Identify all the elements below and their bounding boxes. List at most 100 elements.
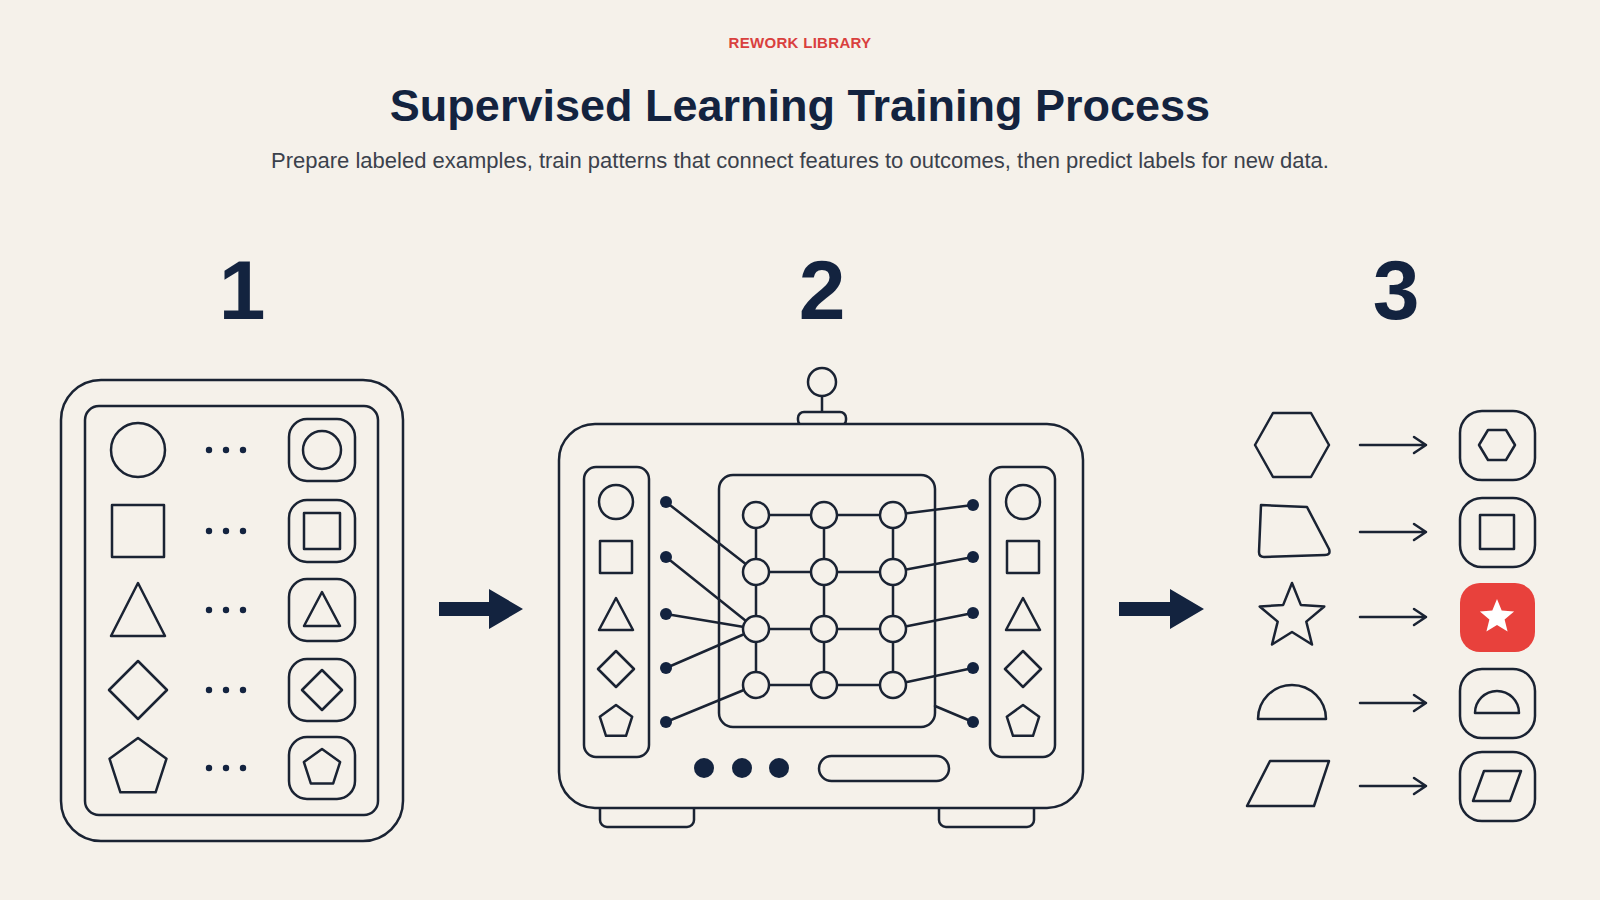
highlighted-prediction-box	[1460, 583, 1535, 652]
semicircle-input	[1258, 685, 1326, 719]
parallelogram-label	[1473, 771, 1521, 801]
dot	[206, 607, 212, 613]
star-input	[1260, 583, 1325, 645]
dot	[206, 528, 212, 534]
dot	[967, 662, 979, 674]
prediction-panel	[1247, 411, 1535, 821]
neuron	[811, 502, 837, 528]
dot	[660, 716, 672, 728]
dot	[223, 765, 229, 771]
dot	[240, 607, 246, 613]
square-label	[1480, 515, 1514, 549]
prediction-box	[1460, 752, 1535, 821]
semicircle-label	[1475, 691, 1519, 713]
neuron	[743, 616, 769, 642]
neuron	[811, 672, 837, 698]
dot	[660, 608, 672, 620]
circle-output	[1006, 485, 1040, 519]
label-box	[289, 579, 355, 641]
prediction-box	[1460, 411, 1535, 480]
process-panel: 2	[559, 240, 1083, 827]
wire	[935, 706, 973, 722]
network-wires	[666, 502, 973, 722]
circle-input	[599, 485, 633, 519]
indicator-light	[732, 758, 752, 778]
trapezoid-input	[1259, 505, 1330, 557]
machine-body	[559, 424, 1083, 808]
dot	[240, 447, 246, 453]
prediction-box	[1460, 498, 1535, 567]
pentagon-output	[1007, 705, 1039, 736]
process-panel: 3	[1240, 240, 1550, 822]
dot	[240, 528, 246, 534]
circle-label	[303, 431, 341, 469]
indicator-light	[769, 758, 789, 778]
antenna-stem	[821, 396, 824, 412]
diagram-title: Supervised Learning Training Process	[0, 80, 1600, 132]
pentagon-shape	[110, 738, 167, 792]
diamond-input	[598, 651, 634, 687]
dot	[206, 447, 212, 453]
neuron	[743, 672, 769, 698]
diamond-label	[302, 670, 342, 710]
dot	[223, 607, 229, 613]
hexagon-label	[1479, 430, 1515, 460]
tablet-outline	[61, 380, 403, 841]
small-arrow	[1360, 524, 1426, 540]
neuron	[811, 616, 837, 642]
pentagon-label	[304, 749, 340, 783]
input-column	[584, 467, 649, 757]
neuron	[743, 502, 769, 528]
star-label	[1480, 599, 1514, 632]
labeled-data-panel	[61, 380, 403, 841]
step-number: 1	[219, 240, 266, 340]
square-output	[1007, 541, 1039, 573]
neuron	[880, 672, 906, 698]
dot	[967, 607, 979, 619]
neuron	[743, 559, 769, 585]
diamond-shape	[109, 661, 167, 719]
neuron	[811, 559, 837, 585]
label-box	[289, 500, 355, 562]
output-column	[990, 467, 1055, 757]
square-input	[600, 541, 632, 573]
wire	[666, 685, 756, 722]
circle-shape	[111, 423, 165, 477]
dot	[967, 716, 979, 728]
label-box	[289, 419, 355, 481]
dot	[967, 499, 979, 511]
small-arrow	[1360, 609, 1426, 625]
step-number: 2	[799, 240, 846, 340]
wire	[755, 515, 758, 685]
neuron	[880, 559, 906, 585]
dot	[967, 551, 979, 563]
flow-arrow	[439, 589, 523, 629]
dot	[660, 662, 672, 674]
dot	[240, 765, 246, 771]
diagram-caption: Prepare labeled examples, train patterns…	[250, 145, 1350, 177]
diamond-output	[1005, 651, 1041, 687]
square-label	[304, 513, 340, 549]
kicker-label: REWORK LIBRARY	[0, 34, 1600, 51]
triangle-input	[599, 598, 633, 630]
dot	[206, 765, 212, 771]
triangle-shape	[111, 583, 165, 636]
antenna-knob	[808, 368, 836, 396]
small-arrow	[1360, 778, 1426, 794]
label-box	[289, 659, 355, 721]
square-shape	[112, 505, 164, 557]
neuron	[880, 502, 906, 528]
parallelogram-input	[1247, 761, 1329, 806]
prediction-box	[1460, 669, 1535, 738]
tablet-screen	[85, 406, 378, 815]
dot	[206, 687, 212, 693]
network-neurons	[743, 502, 906, 698]
prediction-arrows	[1360, 437, 1426, 794]
dot	[240, 687, 246, 693]
flow-arrow	[1119, 589, 1204, 629]
dot	[660, 551, 672, 563]
wire	[892, 515, 895, 685]
step-number: 3	[1373, 240, 1420, 340]
ellipsis-dots	[206, 447, 246, 771]
